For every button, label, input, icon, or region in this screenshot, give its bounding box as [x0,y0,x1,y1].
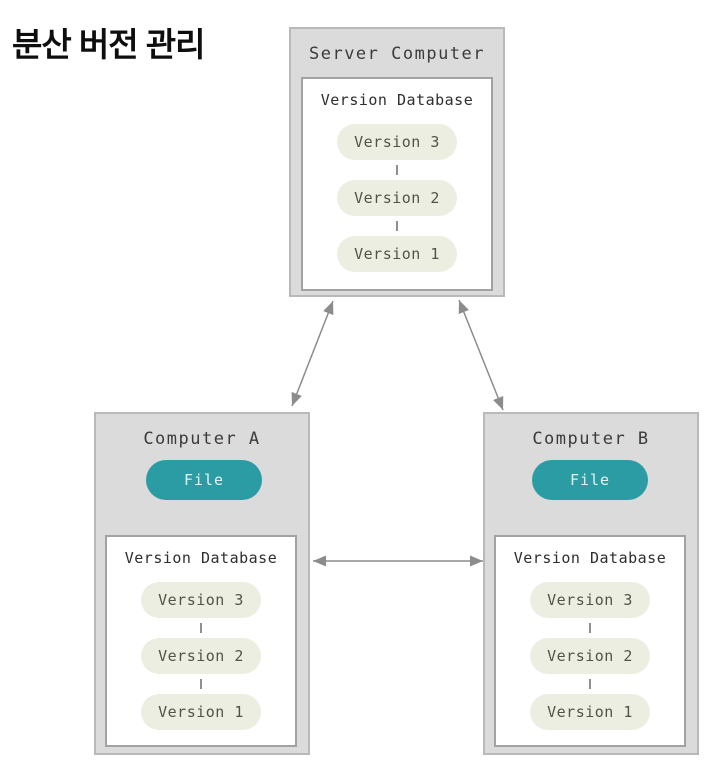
computer-a-version-2-pill: Version 2 [141,638,261,674]
computer-b-file-pill: File [532,460,648,500]
version-connector-line [589,623,591,633]
computer-b-version-2-pill: Version 2 [530,638,650,674]
computer-a-version-1-pill: Version 1 [141,694,261,730]
computer-b-label: Computer B [532,429,650,449]
computer-b-box: Computer B File Version Database Version… [483,412,699,755]
server-version-1-pill: Version 1 [337,236,457,272]
version-connector-line [200,623,202,633]
computer-a-version-3-pill: Version 3 [141,582,261,618]
arrow-server-computer-a [291,300,334,407]
version-connector-line [396,165,398,175]
arrow-server-computer-b [458,299,504,411]
computer-a-box: Computer A File Version Database Version… [94,412,310,755]
computer-b-version-1-pill: Version 1 [530,694,650,730]
version-connector-line [396,221,398,231]
computer-a-version-database-box: Version Database Version 3 Version 2 Ver… [105,535,297,747]
server-version-2-pill: Version 2 [337,180,457,216]
computer-a-label: Computer A [143,429,261,449]
computer-a-file-pill: File [146,460,262,500]
computer-a-version-database-label: Version Database [124,549,278,567]
computer-b-version-database-label: Version Database [513,549,667,567]
page-title: 분산 버전 관리 [12,26,205,63]
server-version-database-label: Version Database [320,91,474,109]
server-computer-box: Server Computer Version Database Version… [289,27,505,297]
server-version-3-pill: Version 3 [337,124,457,160]
version-connector-line [589,679,591,689]
server-version-database-box: Version Database Version 3 Version 2 Ver… [301,77,493,291]
computer-b-version-3-pill: Version 3 [530,582,650,618]
computer-b-version-database-box: Version Database Version 3 Version 2 Ver… [494,535,686,747]
server-computer-label: Server Computer [308,44,486,64]
version-connector-line [200,679,202,689]
